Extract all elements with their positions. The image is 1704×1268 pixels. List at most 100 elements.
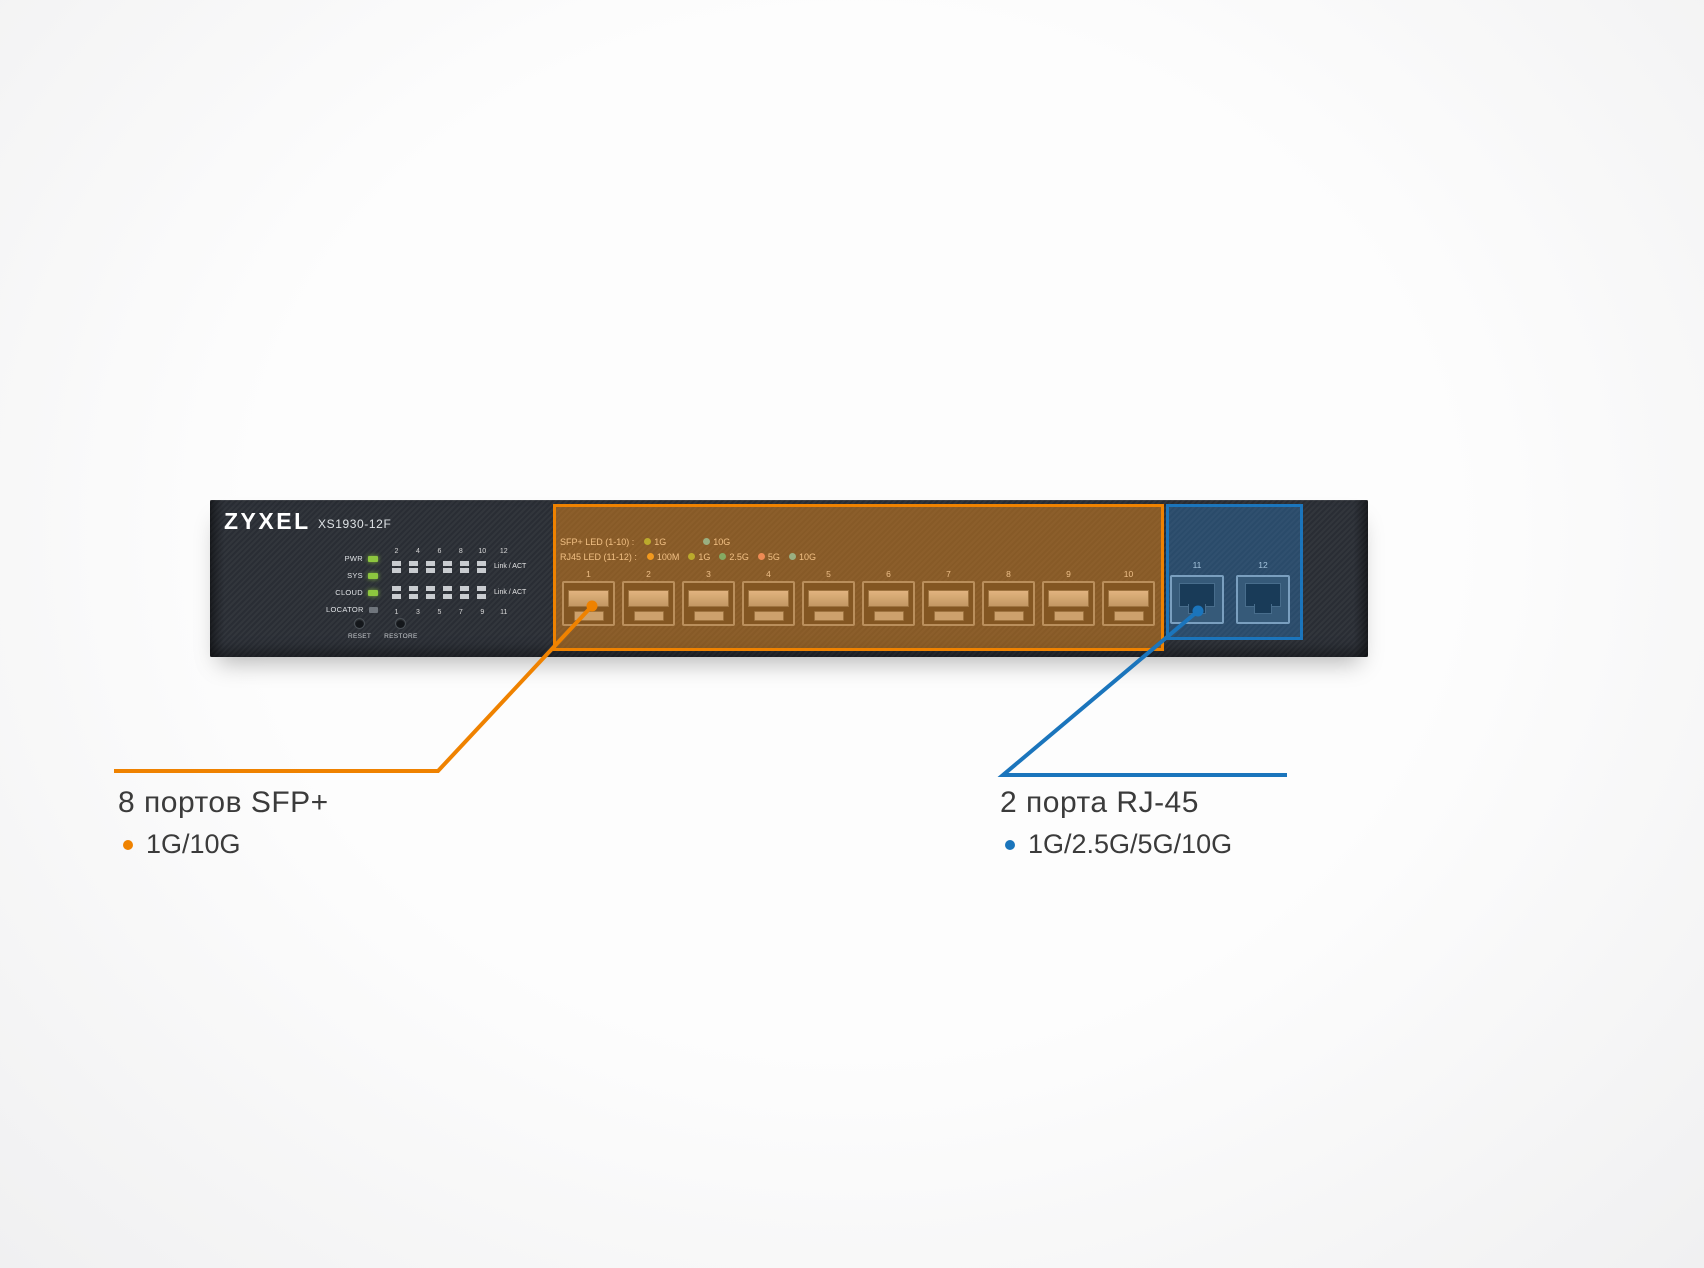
sfp-cage-slot [808, 590, 849, 607]
led-matrix-number: 7 [458, 609, 463, 616]
rj45-callout: 2 порта RJ-45 1G/2.5G/5G/10G [1000, 786, 1232, 860]
reset-button: RESET [348, 618, 371, 640]
rj45-callout-speeds: 1G/2.5G/5G/10G [1028, 829, 1233, 859]
sfp-port-number: 2 [646, 569, 651, 579]
legend-item: 10G [788, 551, 816, 562]
rj45-jack-tab [1188, 604, 1206, 614]
model-label: XS1930-12F [318, 517, 392, 531]
restore-button-label: RESTORE [384, 633, 418, 640]
led-matrix-even-numbers: 2 4 6 8 10 12 [392, 540, 526, 558]
sfp-callout-title: 8 портов SFP+ [118, 786, 329, 819]
sfp-port-8: 8 [982, 569, 1035, 626]
rj45-port-number: 11 [1192, 560, 1202, 570]
sfp-cage-latch [993, 611, 1024, 621]
rj45-legend-label: RJ45 LED (11-12) : [560, 551, 637, 562]
led-matrix-number: 6 [437, 548, 442, 555]
status-led-block: PWR SYS CLOUD LOCATOR [326, 550, 378, 618]
sfp-cage-slot [568, 590, 609, 607]
sfp-port-number: 4 [766, 569, 771, 579]
sfp-cage-latch [633, 611, 664, 621]
link-act-label: Link / ACT [494, 563, 527, 571]
restore-button: RESTORE [384, 618, 417, 640]
sfp-port-1: 1 [562, 569, 615, 626]
status-row-pwr: PWR [326, 550, 378, 567]
sys-label: SYS [347, 571, 363, 580]
sfp-cage-slot [1108, 590, 1149, 607]
pwr-led [368, 555, 378, 562]
sfp-cage [742, 581, 795, 626]
sfp-cage [862, 581, 915, 626]
sfp-port-3: 3 [682, 569, 735, 626]
sfp-cage [682, 581, 735, 626]
sfp-port-5: 5 [802, 569, 855, 626]
rj45-jack-tab [1254, 604, 1272, 614]
led-matrix-odd-group: Link / ACT 1 3 5 7 9 11 [392, 584, 526, 620]
rj45-jack-opening [1179, 583, 1215, 607]
led-square-row [392, 560, 486, 566]
sfp-port-number: 7 [946, 569, 951, 579]
legend-item: 10G [703, 537, 730, 547]
cloud-label: CLOUD [335, 588, 363, 597]
led-squares [392, 558, 486, 576]
led-legend: SFP+ LED (1-10) : 1G 10G RJ45 LED (11-12… [560, 534, 825, 564]
led-squares [392, 584, 486, 602]
recessed-buttons: RESET RESTORE [348, 618, 418, 640]
sfp-callout-bullet-row: 1G/10G [118, 829, 329, 860]
status-row-cloud: CLOUD [326, 584, 378, 601]
led-color-dot [703, 538, 711, 545]
led-matrix-number: 11 [500, 609, 508, 616]
led-color-dot [757, 553, 765, 560]
reset-button-label: RESET [348, 633, 372, 640]
pwr-label: PWR [344, 554, 363, 563]
led-color-dot [688, 553, 696, 560]
cloud-led [368, 589, 378, 596]
status-row-locator: LOCATOR [326, 601, 378, 618]
legend-item: 2.5G [719, 552, 749, 562]
sfp-legend-label: SFP+ LED (1-10) : [560, 536, 635, 547]
legend-item-label: 1G [698, 551, 711, 562]
led-color-dot [646, 553, 654, 560]
sfp-cage-latch [873, 611, 904, 621]
legend-item-label: 2.5G [729, 551, 749, 562]
led-matrix-number: 10 [478, 548, 487, 555]
legend-item-label: 10G [713, 536, 731, 547]
led-color-dot [788, 553, 796, 560]
sfp-port-number: 10 [1123, 569, 1134, 579]
sfp-cage [922, 581, 975, 626]
led-matrix-rows: Link / ACT [392, 584, 526, 602]
rj45-callout-title: 2 порта RJ-45 [1000, 786, 1199, 819]
sfp-port-9: 9 [1042, 569, 1095, 626]
restore-button-hole [395, 618, 407, 629]
sys-led [368, 572, 378, 579]
sfp-cage-slot [1048, 590, 1089, 607]
sfp-cage-slot [628, 590, 669, 607]
rj45-port-row: 11 12 [1170, 560, 1290, 624]
sfp-port-number: 5 [826, 569, 831, 579]
sfp-cage [1102, 581, 1155, 626]
sfp-cage [622, 581, 675, 626]
rj45-jack-opening [1245, 583, 1281, 607]
sfp-cage-latch [813, 611, 844, 621]
sfp-cage-slot [748, 590, 789, 607]
sfp-port-4: 4 [742, 569, 795, 626]
sfp-cage-latch [573, 611, 604, 621]
led-square-row [392, 593, 486, 599]
rj45-jack [1236, 575, 1290, 624]
led-matrix-number: 12 [499, 548, 508, 555]
led-matrix-number: 3 [416, 609, 420, 616]
sfp-port-number: 9 [1066, 569, 1071, 579]
rj45-jack [1170, 575, 1224, 624]
locator-label: LOCATOR [326, 605, 364, 614]
status-row-sys: SYS [326, 567, 378, 584]
sfp-port-6: 6 [862, 569, 915, 626]
rj45-port-number: 12 [1258, 560, 1268, 570]
reset-button-hole [354, 618, 366, 629]
legend-item: 1G [688, 552, 710, 562]
sfp-cage-latch [1113, 611, 1144, 621]
legend-item: 5G [757, 552, 780, 562]
led-square-row [392, 568, 486, 573]
legend-item-label: 10G [798, 551, 816, 562]
sfp-port-10: 10 [1102, 569, 1155, 626]
led-square-row [392, 586, 486, 591]
